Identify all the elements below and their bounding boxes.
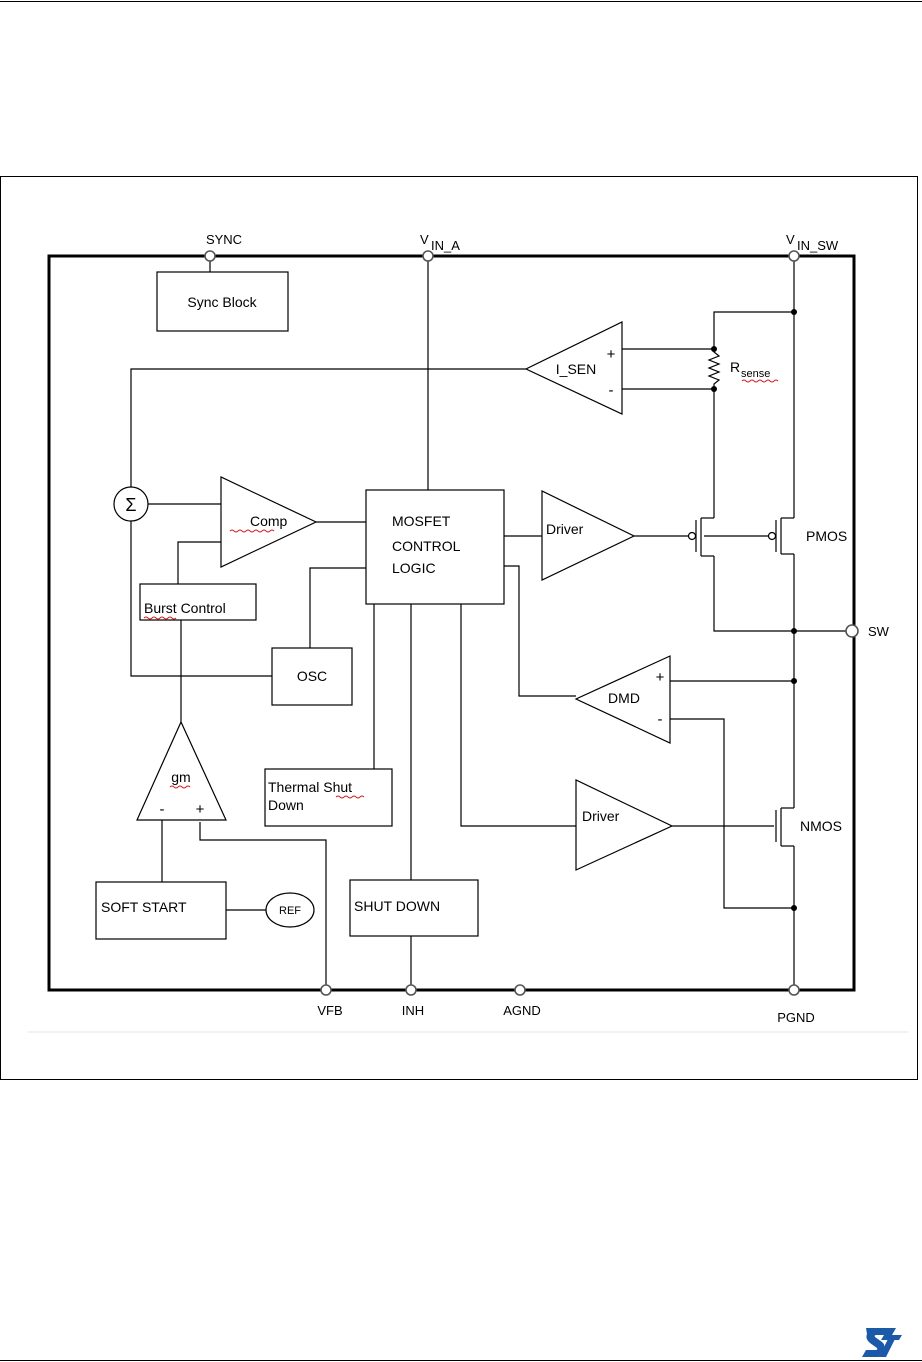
st-logo	[862, 1328, 902, 1357]
rsense-resistor: R sense	[707, 348, 779, 386]
driver-top: Driver	[541, 490, 636, 581]
pin-sw: SW	[845, 624, 890, 639]
pin-vin-a-main: V	[420, 232, 429, 247]
soft-start-label: SOFT START	[101, 899, 187, 915]
pmos-transistor: PMOS	[767, 517, 847, 555]
logic-line-1: MOSFET	[392, 513, 451, 529]
gm-amplifier: gm - +	[136, 720, 227, 821]
driver-bottom: Driver	[575, 779, 674, 871]
pin-sync-label: SYNC	[206, 232, 242, 247]
logic-line-3: LOGIC	[392, 560, 436, 576]
wires	[130, 256, 852, 990]
comp-label: Comp	[250, 513, 288, 529]
gm-label: gm	[171, 769, 190, 785]
pin-vin-a-sub: IN_A	[431, 238, 460, 253]
pin-vin-sw-main: V	[786, 232, 795, 247]
footer-rule	[0, 1360, 922, 1361]
osc-label: OSC	[297, 668, 327, 684]
gm-plus: +	[196, 801, 205, 818]
ref-source: REF	[265, 892, 315, 928]
sigma-summer: Σ	[113, 486, 149, 522]
i-sen-minus: -	[609, 382, 614, 399]
pin-vin-sw-sub: IN_SW	[797, 238, 839, 253]
soft-start-block: SOFT START	[95, 881, 227, 940]
pin-sw-label: SW	[868, 624, 890, 639]
shut-down-block: SHUT DOWN	[349, 879, 479, 937]
figure-frame	[0, 176, 918, 1080]
logic-line-2: CONTROL	[392, 538, 461, 554]
nmos-transistor: NMOS	[775, 807, 842, 847]
pin-sync: SYNC	[204, 232, 242, 262]
osc-block: OSC	[271, 647, 353, 706]
shut-down-label: SHUT DOWN	[354, 898, 440, 914]
pin-vfb-label: VFB	[317, 1003, 342, 1018]
pin-vfb: VFB	[317, 984, 343, 1018]
sync-block: Sync Block	[156, 256, 289, 332]
driver-bottom-label: Driver	[582, 808, 620, 824]
dmd-label: DMD	[608, 690, 640, 706]
dmd-plus: +	[656, 669, 665, 686]
nmos-label: NMOS	[800, 818, 842, 834]
pin-pgnd: PGND	[777, 984, 815, 1025]
pin-agnd-label: AGND	[503, 1003, 541, 1018]
comparator: Comp	[220, 476, 318, 568]
ref-label: REF	[279, 905, 301, 917]
sync-block-label: Sync Block	[187, 294, 257, 310]
dmd-minus: -	[658, 711, 663, 728]
rsense-label-sub: sense	[741, 368, 770, 380]
sigma-label: Σ	[125, 495, 136, 515]
thermal-line-1: Thermal Shut	[268, 779, 352, 795]
pin-vin-sw: V IN_SW	[786, 232, 839, 262]
pin-inh-label: INH	[402, 1003, 424, 1018]
i-sen-amplifier: I_SEN + -	[524, 321, 623, 415]
mosfet-control-logic: MOSFET CONTROL LOGIC	[365, 489, 505, 605]
burst-control-label: Burst Control	[144, 600, 226, 616]
gm-minus: -	[160, 801, 165, 818]
header-rule	[0, 1, 922, 2]
driver-top-label: Driver	[546, 521, 584, 537]
thermal-line-2: Down	[268, 797, 304, 813]
pin-agnd: AGND	[503, 984, 541, 1018]
chip-outline	[47, 254, 856, 992]
dmd-comparator: DMD + -	[574, 655, 671, 744]
i-sen-label: I_SEN	[556, 361, 596, 377]
pin-inh: INH	[402, 984, 424, 1018]
pin-vin-a: V IN_A	[420, 232, 460, 262]
pmos-label: PMOS	[806, 528, 847, 544]
pin-pgnd-label: PGND	[777, 1010, 815, 1025]
junction-dots	[711, 309, 797, 911]
thermal-shut-down-block: Thermal Shut Down	[264, 768, 393, 827]
rsense-label-main: R	[730, 359, 740, 375]
sense-pmos	[687, 517, 714, 557]
i-sen-plus: +	[607, 346, 616, 363]
burst-control-block: Burst Control	[139, 583, 257, 621]
